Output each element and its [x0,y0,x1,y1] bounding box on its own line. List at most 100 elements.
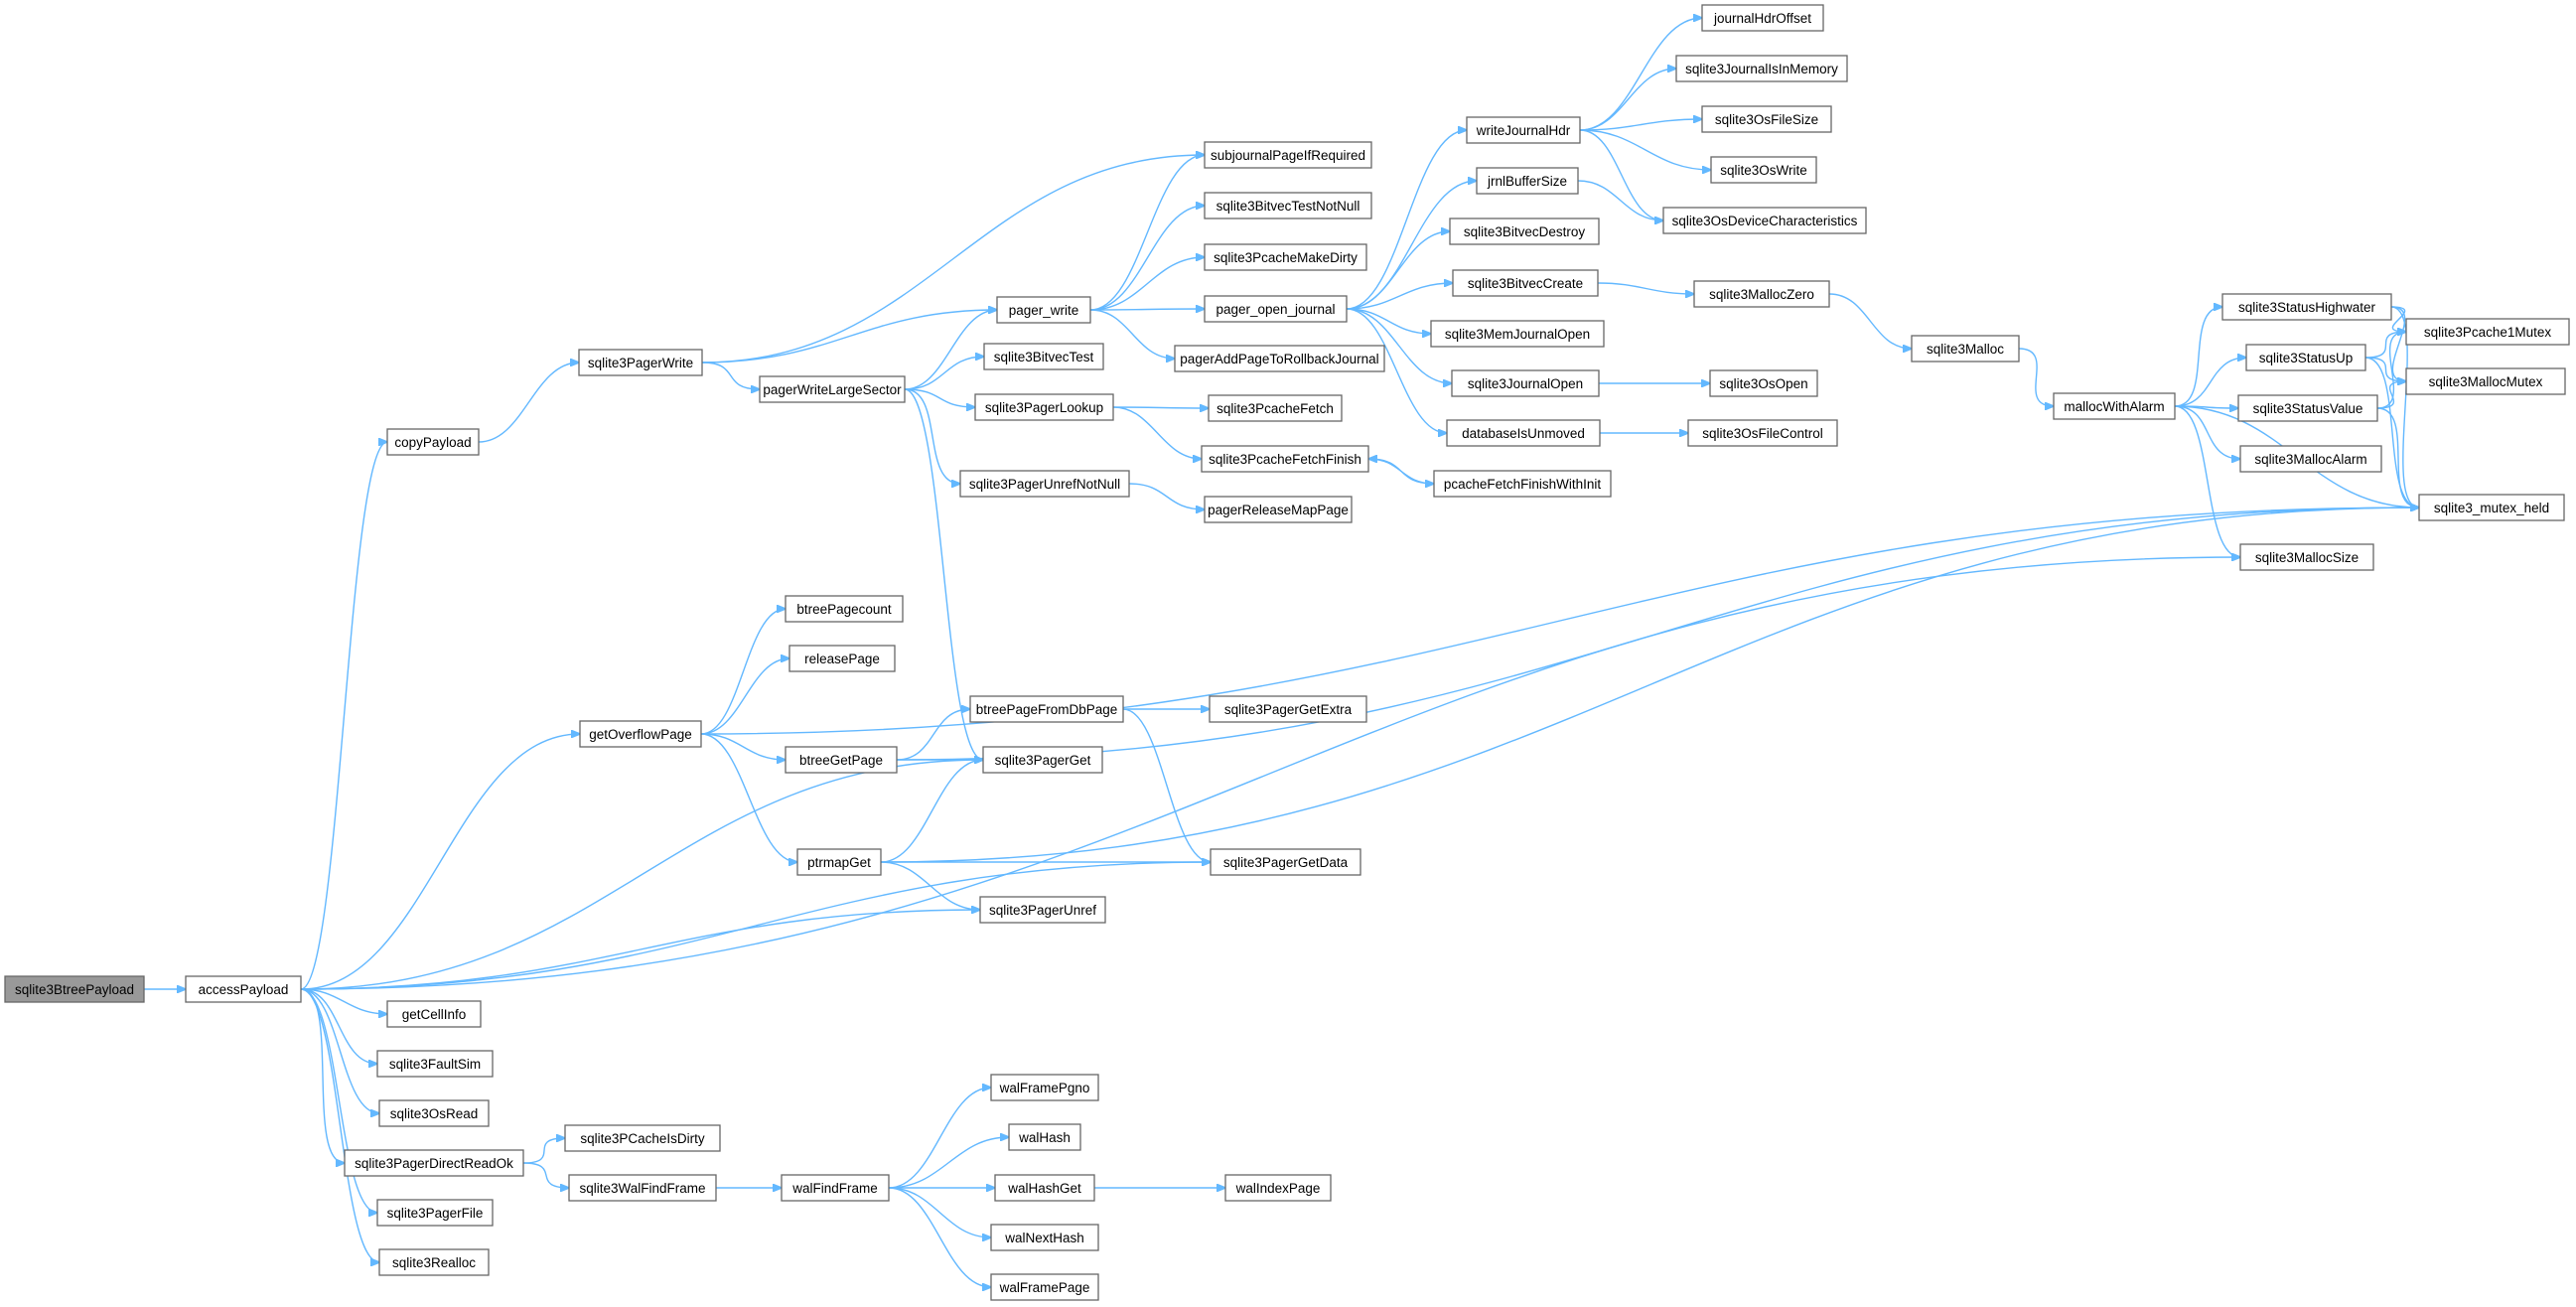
node-box [1911,335,2020,363]
node-sqlite3OsRead[interactable]: sqlite3OsRead [378,1099,490,1127]
node-copyPayload[interactable]: copyPayload [386,428,480,456]
node-pager_open_journal[interactable]: pager_open_journal [1204,295,1348,323]
node-label: sqlite3Pcache1Mutex [2424,325,2552,340]
node-sqlite3Realloc[interactable]: sqlite3Realloc [378,1248,490,1276]
node-box [2418,494,2565,521]
edge-sqlite3StatusHighwater-to-sqlite3Pcache1Mutex [2390,306,2406,332]
edge-accessPayload-to-sqlite3Realloc [300,988,379,1262]
node-box [578,349,703,376]
node-pagerWriteLargeSector[interactable]: pagerWriteLargeSector [759,375,906,403]
node-label: sqlite3BtreePayload [15,982,134,997]
node-sqlite3FaultSim[interactable]: sqlite3FaultSim [376,1050,494,1078]
node-sqlite3PagerWrite[interactable]: sqlite3PagerWrite [578,349,703,376]
node-sqlite3OsFileControl[interactable]: sqlite3OsFileControl [1687,419,1838,447]
edge-sqlite3StatusHighwater-to-sqlite3_mutex_held [2390,306,2419,508]
node-sqlite3PagerGetExtra[interactable]: sqlite3PagerGetExtra [1209,695,1367,723]
node-sqlite3Pcache1Mutex[interactable]: sqlite3Pcache1Mutex [2405,318,2570,346]
node-sqlite3MallocSize[interactable]: sqlite3MallocSize [2239,543,2374,571]
edge-sqlite3StatusUp-to-sqlite3_mutex_held [2364,357,2419,508]
node-databaseIsUnmoved[interactable]: databaseIsUnmoved [1446,419,1601,447]
node-walFindFrame[interactable]: walFindFrame [781,1174,890,1202]
edge-pager_open_journal-to-sqlite3JournalOpen [1346,308,1452,383]
edge-sqlite3StatusValue-to-sqlite3Pcache1Mutex [2376,332,2406,409]
node-btreePageFromDbPage[interactable]: btreePageFromDbPage [969,695,1124,723]
node-sqlite3OsWrite[interactable]: sqlite3OsWrite [1710,156,1817,184]
node-walIndexPage[interactable]: walIndexPage [1224,1174,1332,1202]
edge-pager_write-to-subjournalPageIfRequired [1089,155,1205,311]
node-sqlite3BitvecTest[interactable]: sqlite3BitvecTest [983,343,1104,370]
node-sqlite3StatusHighwater[interactable]: sqlite3StatusHighwater [2221,293,2392,321]
node-walHash[interactable]: walHash [1008,1123,1081,1151]
node-walFramePage[interactable]: walFramePage [990,1273,1099,1301]
node-label: sqlite3OsFileControl [1702,426,1823,441]
node-sqlite3JournalOpen[interactable]: sqlite3JournalOpen [1451,369,1600,397]
node-sqlite3PagerGetData[interactable]: sqlite3PagerGetData [1210,848,1361,876]
node-releasePage[interactable]: releasePage [788,645,896,672]
node-label: sqlite3BitvecDestroy [1464,224,1586,239]
edge-walFindFrame-to-walHash [888,1137,1009,1189]
node-sqlite3PagerUnref[interactable]: sqlite3PagerUnref [979,896,1106,924]
node-sqlite3BtreePayload[interactable]: sqlite3BtreePayload [4,975,145,1003]
node-pagerReleaseMapPage[interactable]: pagerReleaseMapPage [1204,496,1353,523]
node-sqlite3StatusUp[interactable]: sqlite3StatusUp [2245,344,2366,371]
node-sqlite3WalFindFrame[interactable]: sqlite3WalFindFrame [568,1174,717,1202]
node-sqlite3BitvecCreate[interactable]: sqlite3BitvecCreate [1452,269,1599,297]
node-sqlite3StatusValue[interactable]: sqlite3StatusValue [2237,394,2378,422]
node-pcacheFetchFinishWithInit[interactable]: pcacheFetchFinishWithInit [1433,470,1612,498]
node-label: walHashGet [1007,1181,1081,1196]
node-ptrmapGet[interactable]: ptrmapGet [796,848,882,876]
node-sqlite3PcacheFetchFinish[interactable]: sqlite3PcacheFetchFinish [1201,445,1369,473]
node-sqlite3PagerUnrefNotNull[interactable]: sqlite3PagerUnrefNotNull [959,470,1130,498]
node-sqlite3_mutex_held[interactable]: sqlite3_mutex_held [2418,494,2565,521]
node-getOverflowPage[interactable]: getOverflowPage [579,720,702,748]
node-sqlite3MallocMutex[interactable]: sqlite3MallocMutex [2405,367,2566,395]
node-pagerAddPageToRollbackJournal[interactable]: pagerAddPageToRollbackJournal [1174,345,1385,372]
node-btreeGetPage[interactable]: btreeGetPage [785,746,898,774]
node-box [1208,394,1343,422]
node-journalHdrOffset[interactable]: journalHdrOffset [1701,4,1824,32]
node-getCellInfo[interactable]: getCellInfo [386,1000,482,1028]
edge-pagerWriteLargeSector-to-sqlite3BitvecTest [904,357,984,390]
node-sqlite3OsFileSize[interactable]: sqlite3OsFileSize [1701,105,1832,133]
node-mallocWithAlarm[interactable]: mallocWithAlarm [2053,392,2176,420]
node-box [785,746,898,774]
edge-pagerWriteLargeSector-to-sqlite3PagerUnrefNotNull [904,388,960,484]
node-walNextHash[interactable]: walNextHash [990,1224,1099,1251]
node-walHashGet[interactable]: walHashGet [994,1174,1095,1202]
node-walFramePgno[interactable]: walFramePgno [990,1074,1099,1101]
node-sqlite3MallocZero[interactable]: sqlite3MallocZero [1693,280,1830,308]
node-pager_write[interactable]: pager_write [996,296,1091,324]
node-sqlite3PcacheFetch[interactable]: sqlite3PcacheFetch [1208,394,1343,422]
node-sqlite3Malloc[interactable]: sqlite3Malloc [1911,335,2020,363]
edge-sqlite3PagerDirectReadOk-to-sqlite3WalFindFrame [522,1162,569,1188]
edge-sqlite3PagerWrite-to-subjournalPageIfRequired [701,155,1205,363]
node-sqlite3PagerFile[interactable]: sqlite3PagerFile [376,1199,494,1227]
node-box [1693,280,1830,308]
node-box [1446,419,1601,447]
node-sqlite3PagerDirectReadOk[interactable]: sqlite3PagerDirectReadOk [344,1149,524,1177]
node-writeJournalHdr[interactable]: writeJournalHdr [1466,116,1581,144]
node-box [1008,1123,1081,1151]
node-sqlite3OsOpen[interactable]: sqlite3OsOpen [1709,369,1818,397]
node-sqlite3BitvecDestroy[interactable]: sqlite3BitvecDestroy [1449,218,1600,245]
node-btreePagecount[interactable]: btreePagecount [785,595,904,623]
edge-ptrmapGet-to-sqlite3PagerGet [880,760,983,863]
node-subjournalPageIfRequired[interactable]: subjournalPageIfRequired [1204,141,1372,169]
edge-walFindFrame-to-walFramePage [888,1187,991,1287]
node-label: sqlite3PCacheIsDirty [580,1131,705,1146]
node-sqlite3OsDeviceCharacteristics[interactable]: sqlite3OsDeviceCharacteristics [1662,207,1867,234]
node-sqlite3PagerGet[interactable]: sqlite3PagerGet [982,746,1103,774]
node-sqlite3JournalIsInMemory[interactable]: sqlite3JournalIsInMemory [1675,55,1848,82]
node-sqlite3PCacheIsDirty[interactable]: sqlite3PCacheIsDirty [564,1124,721,1152]
node-sqlite3PagerLookup[interactable]: sqlite3PagerLookup [974,393,1114,421]
edge-mallocWithAlarm-to-sqlite3StatusHighwater [2174,307,2222,407]
node-accessPayload[interactable]: accessPayload [185,975,302,1003]
node-sqlite3BitvecTestNotNull[interactable]: sqlite3BitvecTestNotNull [1204,192,1372,219]
node-jrnlBufferSize[interactable]: jrnlBufferSize [1476,167,1579,195]
node-sqlite3PcacheMakeDirty[interactable]: sqlite3PcacheMakeDirty [1204,243,1367,271]
edge-sqlite3Malloc-to-mallocWithAlarm [2018,348,2054,406]
node-sqlite3MemJournalOpen[interactable]: sqlite3MemJournalOpen [1430,320,1605,348]
node-label: ptrmapGet [807,855,871,870]
node-sqlite3MallocAlarm[interactable]: sqlite3MallocAlarm [2239,445,2382,473]
edge-accessPayload-to-copyPayload [300,442,387,990]
